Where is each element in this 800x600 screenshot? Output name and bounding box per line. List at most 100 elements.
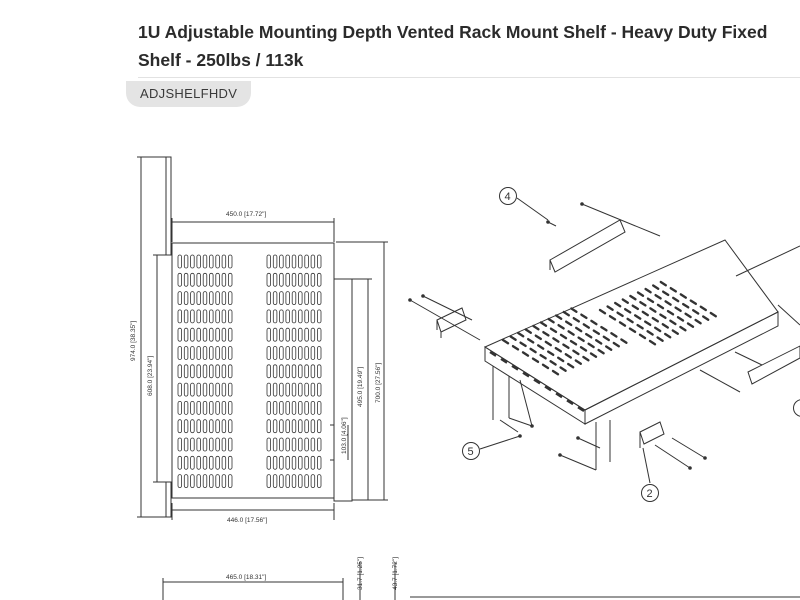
vent-slot xyxy=(285,400,290,415)
vent-slot xyxy=(183,254,189,269)
vent-slot xyxy=(664,332,672,339)
vent-slot xyxy=(532,324,540,331)
vent-slot xyxy=(190,419,195,434)
vent-slot xyxy=(310,364,316,379)
vent-slot xyxy=(509,335,517,341)
front-vent xyxy=(522,371,530,378)
vent-slot xyxy=(298,400,303,415)
vent-slot xyxy=(590,319,598,326)
vent-slot xyxy=(202,382,208,397)
vent-slot xyxy=(649,307,657,313)
vent-slot xyxy=(304,437,309,452)
vent-slot xyxy=(196,364,201,379)
vent-slot xyxy=(310,455,316,470)
vent-slot xyxy=(202,327,208,342)
vent-slot xyxy=(227,437,233,452)
vent-slot xyxy=(227,327,233,342)
vent-slot xyxy=(659,313,667,319)
vent-slot xyxy=(227,474,233,489)
vent-slot xyxy=(266,400,271,415)
vent-slot xyxy=(221,455,227,470)
vent-slot xyxy=(579,346,588,352)
vent-slot xyxy=(221,327,227,342)
vent-slot xyxy=(524,328,532,334)
vent-slot xyxy=(662,290,670,297)
vent-slot xyxy=(298,309,303,324)
vent-slot xyxy=(279,474,284,489)
vent-slot xyxy=(592,329,600,335)
vent-slot xyxy=(209,272,214,287)
vent-slot xyxy=(272,437,278,452)
vent-slot xyxy=(557,324,565,330)
vent-slot xyxy=(209,364,214,379)
vent-slot xyxy=(221,400,227,415)
vent-slot xyxy=(183,327,189,342)
shelf-iso-top xyxy=(483,239,779,411)
vent-slot xyxy=(554,346,562,353)
vent-slot xyxy=(190,309,195,324)
front-ear-bottom xyxy=(165,481,172,518)
vent-slot xyxy=(304,346,309,360)
vent-slot xyxy=(310,346,316,360)
rear-rail-plan xyxy=(333,278,353,502)
vent-slot xyxy=(316,291,322,306)
bracket-front-right xyxy=(639,421,665,445)
vent-slot xyxy=(641,310,649,317)
screw xyxy=(576,436,580,440)
vent-slot xyxy=(537,344,545,350)
screw xyxy=(408,298,412,302)
vent-slot xyxy=(291,364,297,379)
vent-slot xyxy=(183,364,189,379)
screw xyxy=(518,434,522,438)
vent-slot xyxy=(291,327,297,342)
vent-slot xyxy=(692,309,700,315)
dim-inner-height: 608.0 [23.94"] xyxy=(147,356,154,396)
vent-slot xyxy=(285,272,290,287)
vent-slot xyxy=(304,474,309,489)
vent-slot xyxy=(279,437,284,452)
vent-slot xyxy=(196,455,201,470)
vent-slot xyxy=(266,327,271,342)
vent-slot xyxy=(310,272,316,287)
vent-slot xyxy=(279,419,284,434)
vent-slot xyxy=(215,382,220,397)
vent-slot xyxy=(177,254,182,269)
vent-slot xyxy=(196,382,201,397)
vent-slot xyxy=(298,272,303,287)
vent-slot xyxy=(644,287,652,294)
vent-slot xyxy=(227,419,233,434)
vent-slot xyxy=(272,327,278,342)
vent-slot xyxy=(598,308,607,315)
vent-slot xyxy=(661,323,669,329)
vent-slot xyxy=(549,360,557,366)
vent-slot xyxy=(196,474,201,489)
vent-slot xyxy=(298,437,303,452)
vent-slot xyxy=(689,299,697,305)
vent-slot xyxy=(580,313,588,320)
bracket-front-left xyxy=(436,307,467,333)
vent-slot xyxy=(654,326,662,333)
vent-slot xyxy=(215,254,220,269)
vent-slot xyxy=(209,327,214,342)
vent-slot xyxy=(215,309,220,324)
vent-slot xyxy=(549,327,558,334)
vent-slot xyxy=(606,305,614,311)
vent-slot xyxy=(298,455,303,470)
dim-right-depth: 700.0 [27.56"] xyxy=(375,363,382,403)
front-vent xyxy=(555,392,563,399)
vent-slot xyxy=(202,254,208,269)
vent-slot xyxy=(605,345,613,351)
vent-slot xyxy=(539,353,547,360)
vent-slot xyxy=(272,455,278,470)
vent-slot xyxy=(215,327,220,342)
screw xyxy=(530,424,534,428)
vent-slot xyxy=(574,359,582,365)
vent-slot xyxy=(316,272,322,287)
vent-slot xyxy=(616,311,624,318)
vent-slot xyxy=(227,346,233,360)
vent-slot xyxy=(298,291,303,306)
vent-slot xyxy=(589,352,598,358)
vent-slot xyxy=(215,364,220,379)
vent-slot xyxy=(651,316,659,323)
